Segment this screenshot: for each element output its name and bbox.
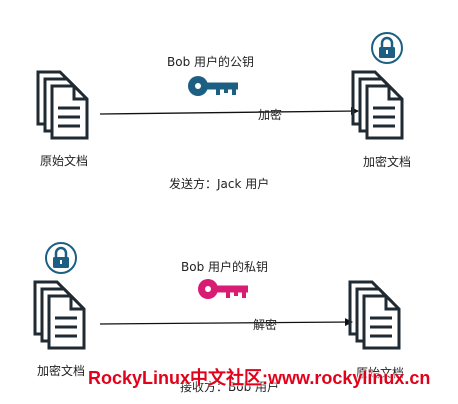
source-document-icon — [36, 70, 89, 140]
private-key-icon — [198, 279, 248, 299]
watermark-text: RockyLinux中文社区:www.rockylinux.cn — [88, 368, 431, 388]
encrypt-arrow-label: 加密 — [258, 108, 283, 122]
encrypt-arrow — [99, 107, 359, 116]
sender-label: 发送方：Jack 用户 — [169, 177, 270, 191]
private-key-label: Bob 用户的私钥 — [181, 260, 269, 274]
decrypt-arrow — [99, 318, 353, 327]
public-key-icon — [188, 76, 238, 96]
source-document-label: 原始文档 — [40, 154, 89, 168]
decrypt-arrow-label: 解密 — [253, 318, 278, 332]
public-key-label: Bob 用户的公钥 — [167, 55, 255, 69]
encrypted-document-icon — [351, 70, 404, 140]
encrypted-source-document-icon — [33, 280, 86, 350]
decrypted-document-icon — [348, 280, 401, 350]
receiver-label: 接收方：Bob 用户 — [180, 380, 280, 394]
lock-icon — [44, 241, 78, 275]
decrypted-document-label: 原始文档 — [356, 366, 405, 380]
encrypted-document-label: 加密文档 — [363, 155, 412, 169]
lock-icon — [370, 31, 404, 65]
encrypted-source-label: 加密文档 — [37, 364, 86, 378]
